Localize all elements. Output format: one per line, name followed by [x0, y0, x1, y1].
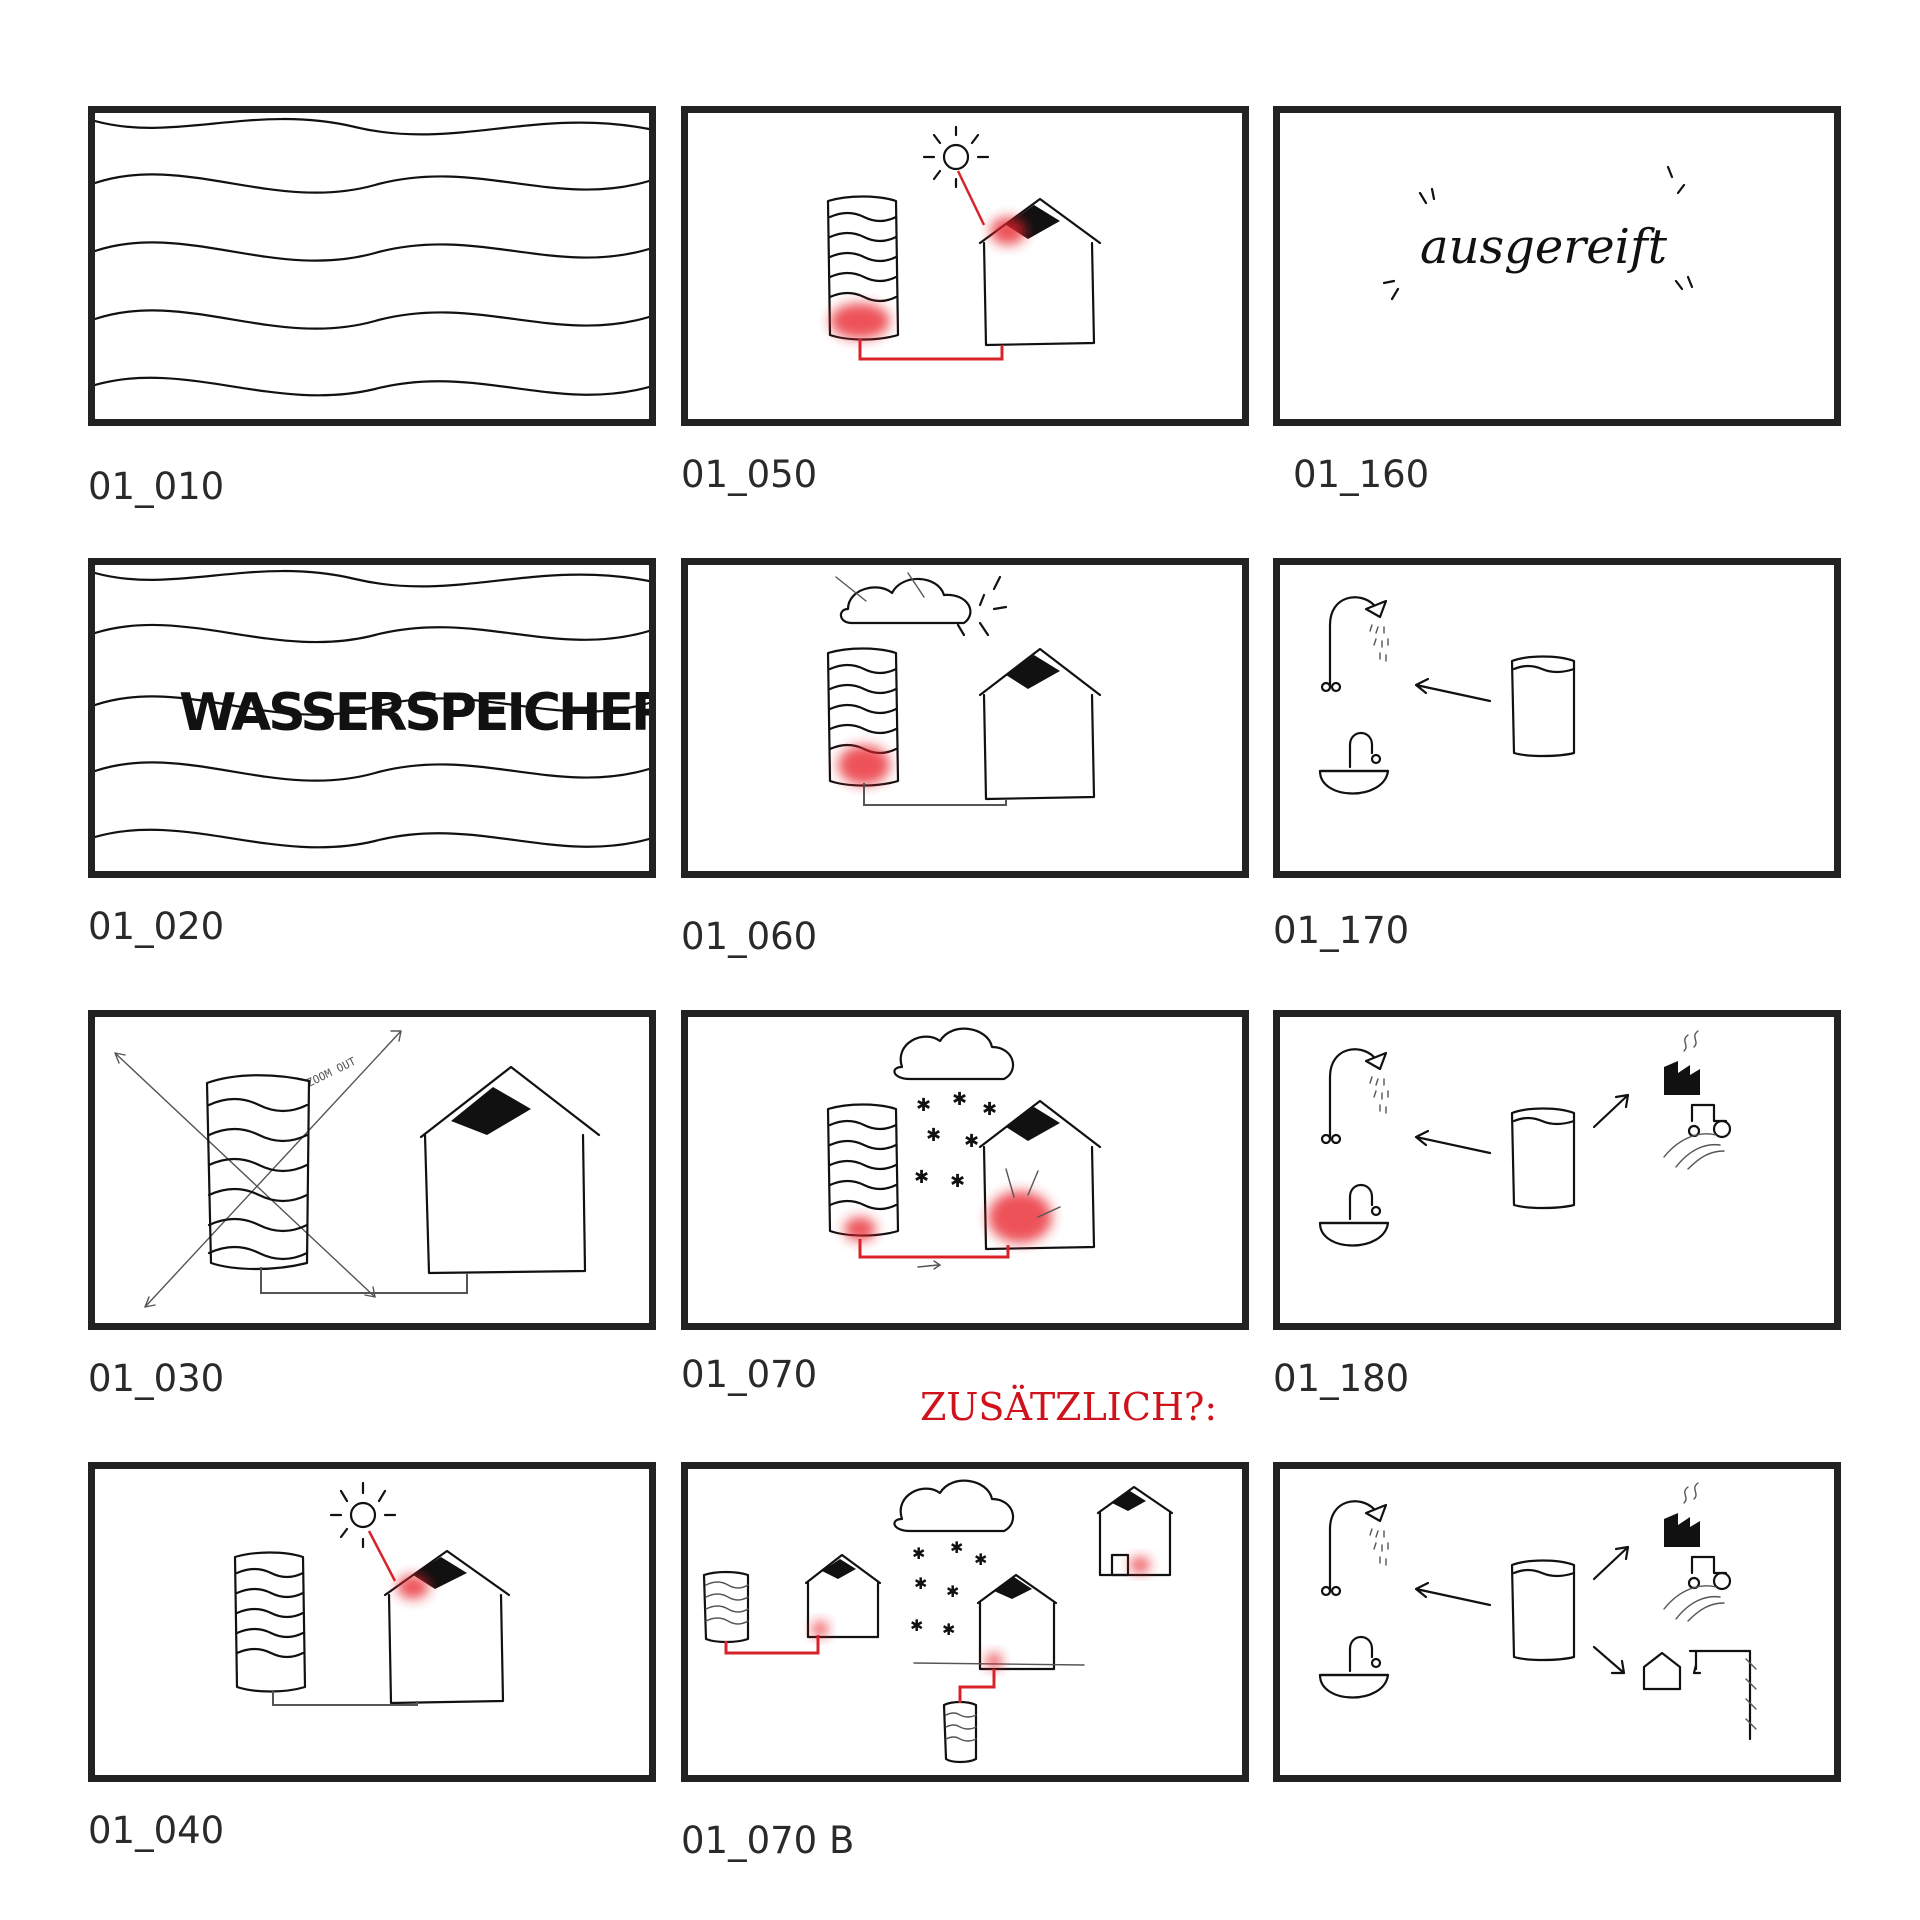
waves-title-sketch: WASSERSPEICHER [95, 569, 649, 849]
svg-text:✱: ✱ [926, 1125, 941, 1146]
sketch-word-wasserspeicher: WASSERSPEICHER [179, 683, 649, 743]
frame-label-01-060: 01_060 [681, 915, 818, 958]
shower-icon [1320, 1500, 1389, 1597]
frame-label-01-040: 01_040 [88, 1809, 225, 1852]
sink-icon [1318, 731, 1390, 795]
water-use-industry-sketch [1318, 1030, 1732, 1247]
snowflake-icons: ✱✱✱ ✱✱ ✱✱ [914, 1089, 997, 1192]
snowflake-icons: ✱ ✱ ✱ ✱ ✱ ✱ ✱ [910, 1538, 987, 1639]
water-tank-icon [702, 1570, 750, 1644]
solar-heat-sketch [826, 125, 1102, 361]
water-tank-icon [1510, 655, 1576, 758]
frame-label-01-050: 01_050 [681, 453, 818, 496]
frame-label-01-070: 01_070 [681, 1353, 818, 1396]
svg-text:✱: ✱ [974, 1550, 987, 1569]
house-icon [383, 1549, 511, 1705]
frame-label-01-030: 01_030 [88, 1357, 225, 1400]
house-icon [978, 1099, 1102, 1251]
shower-icon [1320, 596, 1389, 693]
svg-text:✱: ✱ [946, 1582, 959, 1601]
water-tank-icon [233, 1551, 307, 1693]
frame-01-010 [88, 106, 656, 426]
frame-label-01-160: 01_160 [1293, 453, 1430, 496]
frame-label-01-180: 01_180 [1273, 1357, 1410, 1400]
frame-01-170 [1273, 558, 1841, 878]
cloud-icon [893, 1027, 1014, 1081]
frame-label-01-070-b: 01_070 B [681, 1819, 855, 1862]
winter-heat-sketch: ✱✱✱ ✱✱ ✱✱ [826, 1027, 1102, 1270]
frame-01-030: ZOOM OUT [88, 1010, 656, 1330]
tractor-icon [1663, 1103, 1732, 1170]
sun-icon [922, 125, 990, 189]
svg-text:✱: ✱ [950, 1538, 963, 1557]
zoom-out-note: ZOOM OUT [305, 1055, 359, 1090]
svg-text:✱: ✱ [982, 1099, 997, 1120]
svg-text:✱: ✱ [952, 1089, 967, 1110]
svg-text:✱: ✱ [910, 1616, 923, 1635]
solar-charge-sketch [233, 1481, 511, 1706]
frame-01-160: ausgereift [1273, 106, 1841, 426]
shower-icon [1320, 1048, 1389, 1145]
factory-icon [1664, 1030, 1700, 1095]
factory-icon [1664, 1482, 1700, 1547]
frame-01-050 [681, 106, 1249, 426]
frame-01-190 [1273, 1462, 1841, 1782]
zoom-out-sketch: ZOOM OUT [114, 1030, 601, 1308]
svg-text:✱: ✱ [916, 1095, 931, 1116]
frame-01-060 [681, 558, 1249, 878]
house-icon [804, 1553, 882, 1639]
water-tank-icon-buried [942, 1700, 978, 1764]
house-icon-right [1096, 1485, 1174, 1577]
ausgereift-sketch: ausgereift [1382, 165, 1694, 301]
frame-01-180 [1273, 1010, 1841, 1330]
svg-text:✱: ✱ [912, 1544, 925, 1563]
frame-label-01-020: 01_020 [88, 905, 225, 948]
svg-text:✱: ✱ [914, 1167, 929, 1188]
frame-01-040 [88, 1462, 656, 1782]
svg-text:✱: ✱ [950, 1171, 965, 1192]
cloud-icon [839, 577, 972, 625]
water-use-sketch [1318, 596, 1576, 795]
waves-sketch [95, 117, 649, 397]
construction-crane-icon [1642, 1649, 1757, 1741]
svg-text:✱: ✱ [914, 1574, 927, 1593]
water-tank-icon [826, 1103, 900, 1237]
frame-01-020: WASSERSPEICHER [88, 558, 656, 878]
sink-icon [1318, 1635, 1390, 1699]
water-tank-icon [826, 647, 900, 787]
house-icon [419, 1065, 601, 1275]
tractor-icon [1663, 1555, 1732, 1622]
cloud-heat-sketch [826, 572, 1102, 806]
house-icon-center [976, 1573, 1058, 1671]
water-tank-icon [826, 195, 900, 341]
svg-text:✱: ✱ [964, 1131, 979, 1152]
water-tank-icon [1510, 1107, 1576, 1210]
note-additional: ZUSÄTZLICH?: [920, 1385, 1218, 1429]
frame-label-01-010: 01_010 [88, 465, 225, 508]
sink-icon [1318, 1183, 1390, 1247]
cloud-icon [893, 1479, 1014, 1533]
sketch-word-ausgereift: ausgereift [1420, 219, 1668, 275]
water-tank-icon [205, 1074, 311, 1271]
sun-icon [329, 1481, 397, 1549]
frame-01-070-b: ✱ ✱ ✱ ✱ ✱ ✱ ✱ [681, 1462, 1249, 1782]
water-tank-icon [1510, 1559, 1576, 1662]
frame-label-01-170: 01_170 [1273, 909, 1410, 952]
water-use-full-sketch [1318, 1482, 1757, 1741]
frame-01-070: ✱✱✱ ✱✱ ✱✱ [681, 1010, 1249, 1330]
svg-text:✱: ✱ [942, 1620, 955, 1639]
district-heat-sketch: ✱ ✱ ✱ ✱ ✱ ✱ ✱ [702, 1479, 1174, 1764]
house-icon [978, 647, 1102, 801]
